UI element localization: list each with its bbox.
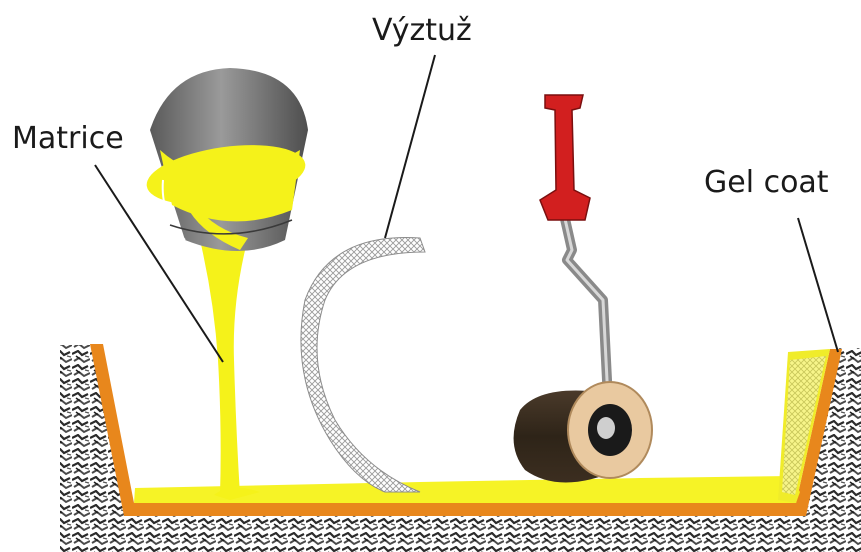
resin-stream xyxy=(200,238,260,500)
fiber-roll-icon xyxy=(301,238,425,492)
gel-coat-leader xyxy=(798,218,838,352)
paint-roller-icon xyxy=(514,95,652,483)
matrix-label: Matrice xyxy=(12,121,124,156)
gel-coat-label: Gel coat xyxy=(704,165,829,200)
reinforcement-label: Výztuž xyxy=(372,13,472,48)
bucket-icon xyxy=(143,68,309,251)
reinforcement-leader xyxy=(385,55,435,238)
mold xyxy=(60,345,861,552)
